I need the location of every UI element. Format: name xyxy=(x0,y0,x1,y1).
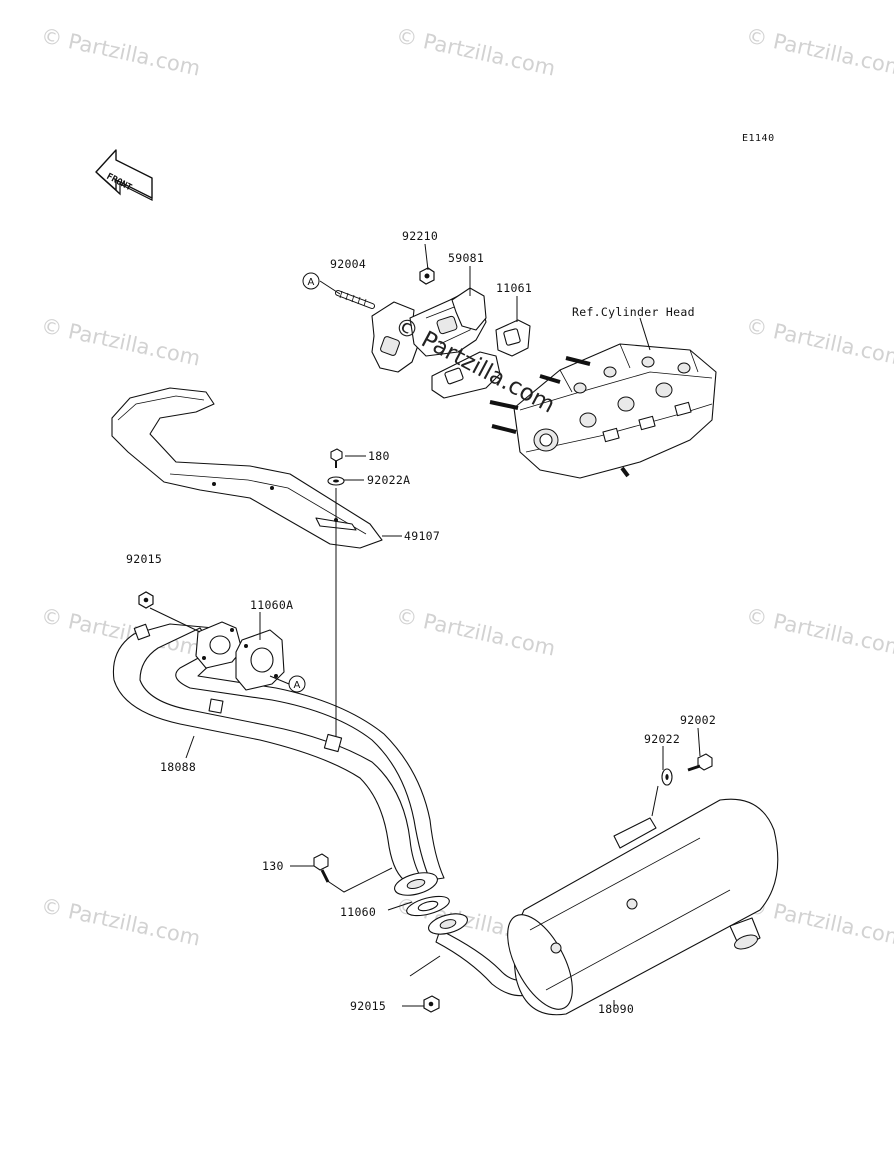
nut-92210-icon xyxy=(419,267,435,285)
part-labels: 92210 92004 59081 11061 Ref.Cylinder Hea… xyxy=(126,229,716,1016)
washer-92022a-icon xyxy=(327,476,345,486)
label-92002: 92002 xyxy=(680,713,716,727)
exhaust-pipe-18088 xyxy=(112,621,445,896)
label-180: 180 xyxy=(368,449,390,463)
nut-92015-top-icon xyxy=(138,591,154,609)
label-ref-cylinder-head: Ref.Cylinder Head xyxy=(572,305,695,319)
cylinder-head xyxy=(489,343,717,479)
watermark-text: © Partzilla.com xyxy=(744,23,894,80)
label-11061: 11061 xyxy=(496,281,532,295)
label-11060: 11060 xyxy=(340,905,376,919)
manifold-flange-left xyxy=(371,301,421,373)
bolt-92002-icon xyxy=(687,753,713,772)
label-130: 130 xyxy=(262,859,284,873)
watermark-text: © Partzilla.com xyxy=(744,313,894,370)
bracket-49107 xyxy=(111,387,383,549)
gasket-11060a xyxy=(235,629,285,691)
ref-marker-a-bottom: A xyxy=(288,675,306,693)
bolt-130-icon xyxy=(313,853,330,883)
manifold-flange-right xyxy=(451,287,487,331)
watermark-layer: © Partzilla.com © Partzilla.com © Partzi… xyxy=(39,23,894,950)
washer-92022-icon xyxy=(661,768,673,786)
label-92015-top: 92015 xyxy=(126,552,162,566)
front-arrow-icon: FRONT xyxy=(95,149,153,201)
watermark-text: © Partzilla.com xyxy=(394,23,558,80)
muffler-18090 xyxy=(427,798,779,1016)
label-11060a: 11060A xyxy=(250,598,293,612)
label-92015-bottom: 92015 xyxy=(350,999,386,1013)
exhaust-manifold xyxy=(335,267,531,399)
watermark-text: © Partzilla.com xyxy=(39,313,203,370)
gasket-11061 xyxy=(431,319,531,399)
label-92022a: 92022A xyxy=(367,473,410,487)
svg-text:A: A xyxy=(308,277,315,288)
watermark-text: © Partzilla.com xyxy=(39,23,203,80)
label-49107: 49107 xyxy=(404,529,440,543)
label-18088: 18088 xyxy=(160,760,196,774)
label-59081: 59081 xyxy=(448,251,484,265)
label-92004: 92004 xyxy=(330,257,366,271)
svg-text:A: A xyxy=(294,680,301,691)
label-18090: 18090 xyxy=(598,1002,634,1016)
label-92022: 92022 xyxy=(644,732,680,746)
stud-92004-icon xyxy=(335,290,375,309)
diagram-code: E1140 xyxy=(742,133,775,144)
bolt-180-icon xyxy=(330,448,343,468)
watermark-text: © Partzilla.com xyxy=(394,603,558,660)
label-92210: 92210 xyxy=(402,229,438,243)
ref-marker-a-top: A xyxy=(302,272,320,290)
watermark-text: © Partzilla.com xyxy=(744,603,894,660)
watermark-text: © Partzilla.com xyxy=(39,893,203,950)
gasket-11060 xyxy=(406,895,450,917)
nut-92015-bottom-icon xyxy=(423,995,440,1013)
leader-lines xyxy=(149,243,701,1012)
